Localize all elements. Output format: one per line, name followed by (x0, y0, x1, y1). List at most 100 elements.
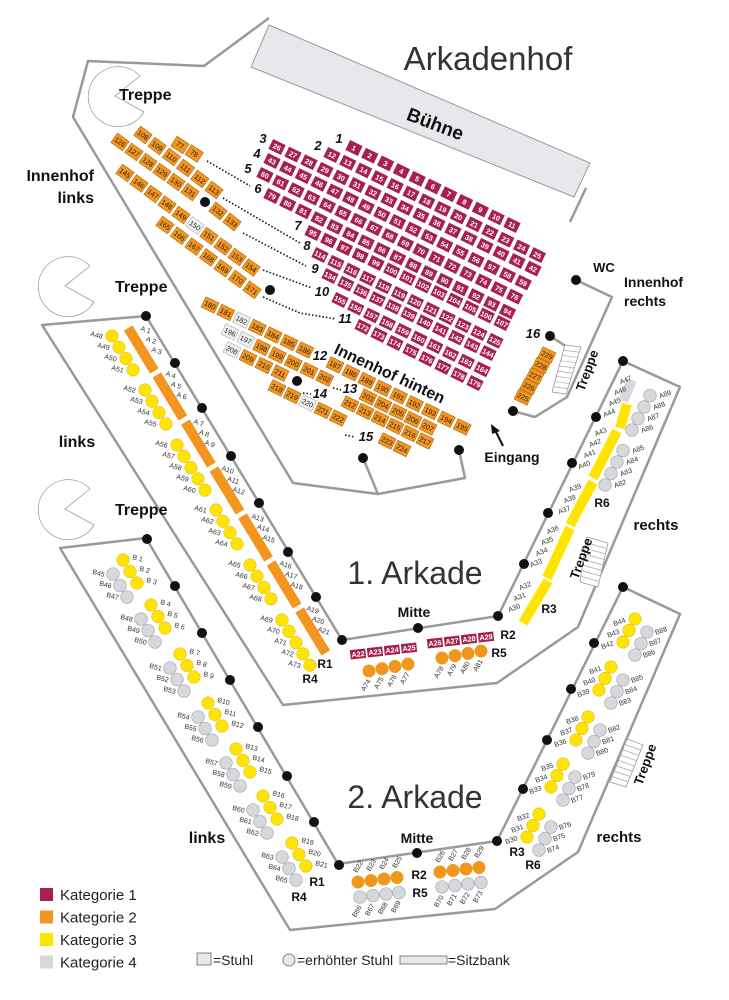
bench-segment[interactable] (209, 466, 245, 515)
seat[interactable]: 60 (255, 166, 275, 184)
seat[interactable]: 207 (418, 418, 438, 436)
seat[interactable]: 197 (236, 331, 256, 349)
raised-seat[interactable]: A69 (259, 613, 289, 627)
raised-seat[interactable]: B82 (593, 723, 622, 737)
raised-seat[interactable]: A58 (168, 461, 198, 475)
raised-seat[interactable]: A73 (287, 658, 317, 672)
seat[interactable]: 71 (427, 249, 447, 268)
seat[interactable]: 38 (459, 229, 479, 247)
seat[interactable]: 44 (278, 159, 298, 178)
raised-seat[interactable]: A55 (143, 417, 173, 431)
seat[interactable]: 159 (393, 322, 413, 340)
seat[interactable]: 150 (185, 216, 205, 235)
seat[interactable]: 179 (465, 374, 485, 392)
raised-seat[interactable]: B33 (529, 780, 558, 796)
raised-seat[interactable]: B75 (538, 831, 567, 846)
raised-seat[interactable]: B50 (133, 635, 162, 649)
seat[interactable]: 122 (437, 308, 457, 327)
raised-seat[interactable]: A56 (154, 438, 184, 452)
raised-seat[interactable]: A72 (280, 647, 310, 661)
seat[interactable]: 32 (363, 183, 383, 202)
seat[interactable]: 73 (458, 265, 478, 283)
seat[interactable]: 141 (431, 321, 451, 339)
raised-seat[interactable]: B38 (566, 710, 595, 726)
seat[interactable]: 223 (377, 432, 397, 450)
seat[interactable]: 190 (373, 379, 393, 397)
seat[interactable]: 19 (433, 200, 453, 218)
seat[interactable]: 135 (336, 274, 356, 293)
seat[interactable]: 182 (232, 311, 251, 329)
seat[interactable]: 162 (441, 345, 461, 363)
seat[interactable]: 229 (537, 346, 557, 364)
seat[interactable]: 194 (436, 410, 456, 428)
raised-seat[interactable]: B 7 (173, 647, 201, 661)
seat[interactable]: 226 (519, 377, 539, 396)
bench-segment[interactable] (266, 560, 302, 609)
seat[interactable]: 17 (401, 184, 421, 203)
seat[interactable]: 23 (496, 230, 516, 249)
seat[interactable]: 108 (133, 125, 153, 145)
raised-seat[interactable]: B27 (446, 848, 460, 878)
seat[interactable]: 129 (152, 162, 172, 182)
seat[interactable]: 111 (175, 158, 196, 178)
bench-segment[interactable] (542, 525, 575, 581)
seat[interactable]: 24 (512, 238, 532, 257)
raised-seat[interactable]: B43 (607, 624, 636, 640)
raised-seat[interactable]: B 9 (187, 670, 215, 684)
seat[interactable]: 132 (208, 201, 228, 221)
seat[interactable]: 85 (356, 233, 376, 251)
seat[interactable]: A28 (460, 632, 478, 646)
seat[interactable]: 177 (433, 358, 453, 376)
seat[interactable]: 6 (423, 177, 443, 196)
raised-seat[interactable]: A83 (604, 466, 634, 481)
seat[interactable]: 167 (184, 237, 204, 256)
seat[interactable]: 3 (376, 154, 396, 173)
raised-seat[interactable]: B80 (581, 746, 610, 760)
raised-seat[interactable]: B28 (459, 847, 473, 876)
raised-seat[interactable]: A65 (227, 558, 257, 572)
seat[interactable]: 46 (309, 175, 329, 193)
seat[interactable]: 56 (466, 251, 486, 269)
seat[interactable]: 110 (161, 147, 182, 167)
raised-seat[interactable]: B63 (260, 850, 289, 864)
raised-seat[interactable]: B18 (270, 812, 300, 826)
seat[interactable]: 40 (491, 244, 511, 263)
seat[interactable]: 65 (333, 204, 353, 222)
bench-segment[interactable] (152, 372, 188, 421)
seat[interactable]: 191 (389, 387, 408, 405)
seat[interactable]: 200 (283, 354, 303, 372)
raised-seat[interactable]: B37 (560, 722, 589, 738)
seat[interactable]: 78 (184, 144, 204, 163)
seat[interactable]: 104 (445, 291, 465, 310)
seat[interactable]: 176 (417, 350, 437, 368)
raised-seat[interactable]: B19 (285, 836, 315, 850)
seat[interactable]: 39 (475, 237, 495, 255)
seat[interactable]: 116 (342, 261, 362, 280)
seat[interactable]: 184 (263, 326, 283, 344)
raised-seat[interactable]: B42 (601, 635, 630, 651)
bench-segment[interactable] (615, 402, 632, 430)
seat[interactable]: 58 (498, 266, 517, 284)
raised-seat[interactable]: A49 (96, 340, 126, 354)
seat[interactable]: 37 (443, 221, 463, 240)
seat[interactable]: 25 (527, 246, 547, 264)
seat[interactable]: 113 (204, 180, 224, 200)
seat[interactable]: 106 (476, 306, 496, 325)
raised-seat[interactable]: A71 (273, 636, 303, 650)
raised-seat[interactable]: A81 (472, 644, 488, 673)
seat[interactable]: 211 (270, 364, 290, 382)
raised-seat[interactable]: A67 (241, 581, 271, 595)
seat[interactable]: 1 (344, 139, 364, 157)
seat[interactable]: 29 (315, 161, 335, 179)
raised-seat[interactable]: B 1 (116, 553, 144, 567)
seat[interactable]: 4 (391, 162, 411, 180)
raised-seat[interactable]: A51 (110, 363, 140, 377)
raised-seat[interactable]: A75 (373, 662, 389, 690)
seat[interactable]: 158 (377, 314, 397, 332)
raised-seat[interactable]: B45 (91, 567, 120, 581)
seat[interactable]: 93 (482, 295, 502, 313)
raised-seat[interactable]: B79 (568, 770, 597, 784)
seat[interactable]: 99 (366, 254, 386, 272)
seat[interactable]: 173 (369, 326, 389, 344)
seat[interactable]: 126 (110, 132, 130, 152)
